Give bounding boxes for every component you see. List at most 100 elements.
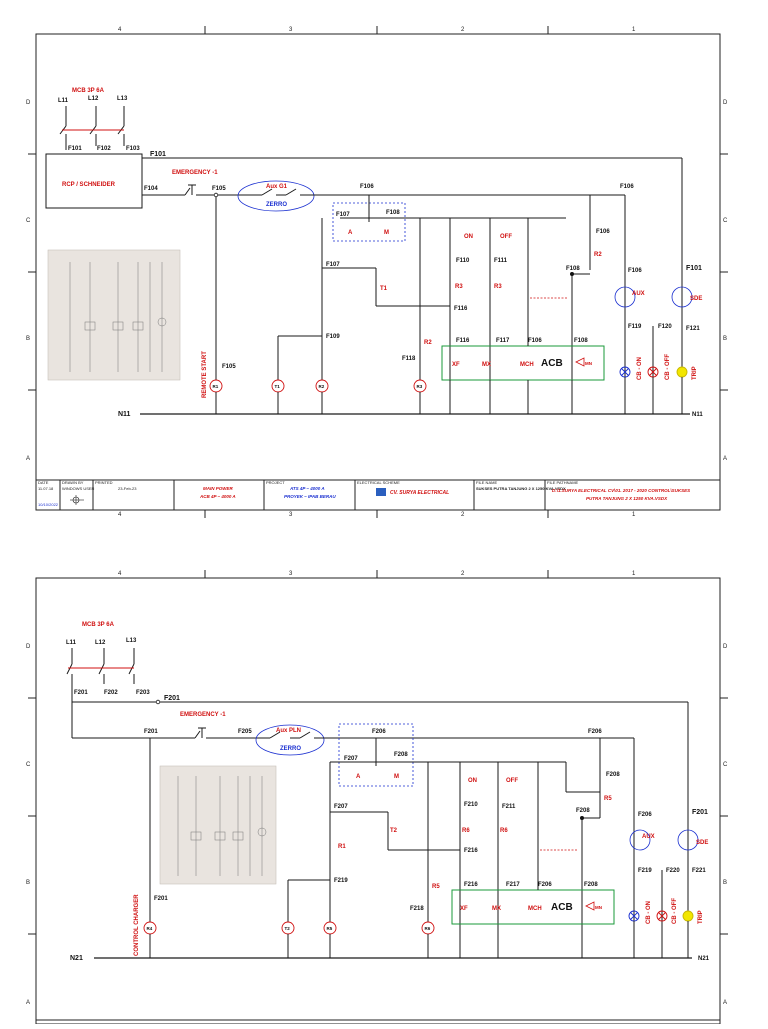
relay-contact-label: R5 [432,884,440,890]
on-button-label: ON [464,234,473,240]
svg-text:10/10/2022: 10/10/2022 [38,502,59,507]
wire-label: F106 [628,268,642,274]
cb-on-label: CB - ON [637,357,643,380]
wire-label: F116 [456,338,470,344]
grid-col-label: 2 [461,27,465,33]
fuse-label: F202 [104,690,118,696]
relay-contact-label: R3 [494,284,502,290]
wire-label: F201 [154,896,168,902]
fuse-label: F203 [136,690,150,696]
wire-label: F218 [410,906,424,912]
relay-coil: R3 [413,379,427,393]
sheet-1: 4 3 2 1 4 3 2 1 D C B A D C B A MCB 3P 6… [26,26,728,518]
grid-col-label: 4 [118,571,122,577]
wire-label: F206 [588,729,602,735]
aux-indicator-label: AUX [632,291,645,297]
relay-coil: R2 [315,379,329,393]
wire-label: F106 [528,338,542,344]
wire-label: F107 [336,212,350,218]
grid-row-label: A [26,1000,30,1006]
wire-label: F201 [144,729,158,735]
grid-row-label: A [26,456,30,462]
wire-label: F104 [144,186,158,192]
timer-coil: T2 [281,921,295,935]
acb-mch-label: MCH [520,362,534,368]
relay-contact-label: R6 [462,828,470,834]
sde-indicator-label: SDE [690,296,702,302]
grid-row-label: A [723,1000,727,1006]
wire-label: F216 [464,882,478,888]
acb-title: ACB [541,358,563,369]
control-charger-label: CONTROL CHARGER [134,894,140,956]
reference-photo [159,765,277,885]
wire-label: F201 [164,695,180,702]
wire-label: F116 [454,306,468,312]
relay-contact-label: R6 [500,828,508,834]
wire-label: F207 [344,756,358,762]
svg-text:ACB 4P – 4000 A: ACB 4P – 4000 A [199,494,236,499]
grid-col-label: 3 [289,27,293,33]
wire-label: F120 [658,324,672,330]
wire-label: F105 [212,186,226,192]
aux-contact-ring [237,180,315,212]
relay-contact-label: R3 [455,284,463,290]
neutral-label: N21 [70,955,83,962]
line-label: L12 [88,96,99,102]
timer-coil: T1 [271,379,285,393]
grid-row-label: D [723,644,728,650]
company-logo-icon [376,488,386,496]
aux-lamp-ring [629,829,651,851]
wire-label: F211 [502,804,516,810]
wire-label: F106 [596,229,610,235]
trip-lamp-icon [682,910,694,922]
cb-off-label: CB - OFF [672,898,678,924]
wire-label: F108 [566,266,580,272]
grid-row-label: B [26,336,30,342]
sheet-2-frame [35,577,721,1025]
wire-label: F219 [638,868,652,874]
wire-label: F105 [222,364,236,370]
grid-row-label: C [723,218,728,224]
acb-mx-label: MX [482,362,491,368]
selector-box [338,723,414,787]
emergency-label: EMERGENCY -1 [172,170,218,176]
wire-label: F117 [496,338,510,344]
sde-lamp-ring [677,829,699,851]
wire-label: F221 [692,868,706,874]
neutral-label: N11 [118,411,131,418]
mcb-label: MCB 3P 6A [72,88,105,94]
svg-text:R1: R1 [213,384,219,389]
svg-text:CV. SURYA ELECTRICAL: CV. SURYA ELECTRICAL [390,490,449,496]
emergency-label: EMERGENCY -1 [180,712,226,718]
svg-text:PRINTED: PRINTED [95,480,113,485]
cb-on-label: CB - ON [646,901,652,924]
wire-label: F110 [456,258,470,264]
line-label: L12 [95,640,106,646]
svg-text:DATE: DATE [38,480,49,485]
svg-text:11.07.18: 11.07.18 [38,486,54,491]
relay-contact-label: T1 [380,286,388,292]
wire-label: F206 [372,729,386,735]
aux-contact-ring [255,724,325,756]
fuse-label: F201 [74,690,88,696]
wire-label: F107 [326,262,340,268]
aux-indicator-label: AUX [642,834,655,840]
cb-off-label: CB - OFF [665,354,671,380]
selector-auto-label: A [356,774,361,780]
wire-label: F219 [334,878,348,884]
fuse-label: F102 [97,146,111,152]
grid-row-label: D [26,100,31,106]
grid-col-label: 4 [118,512,122,518]
trip-label: TRIP [692,366,698,380]
relay-contact-label: R1 [338,844,346,850]
grid-col-label: 3 [289,512,293,518]
acb-mn-label: MN [595,905,602,910]
grid-row-label: D [723,100,728,106]
relay-coil: R1 [209,379,223,393]
svg-text:D:\1.SURYA ELECTRICAL CV\01. 2: D:\1.SURYA ELECTRICAL CV\01. 2017 - 2020… [552,488,690,493]
zerro-label: ZERRO [266,202,287,208]
sde-indicator-label: SDE [696,840,708,846]
svg-text:ELECTRICAL SCHEME: ELECTRICAL SCHEME [357,480,400,485]
mcb-breaker [66,648,135,738]
